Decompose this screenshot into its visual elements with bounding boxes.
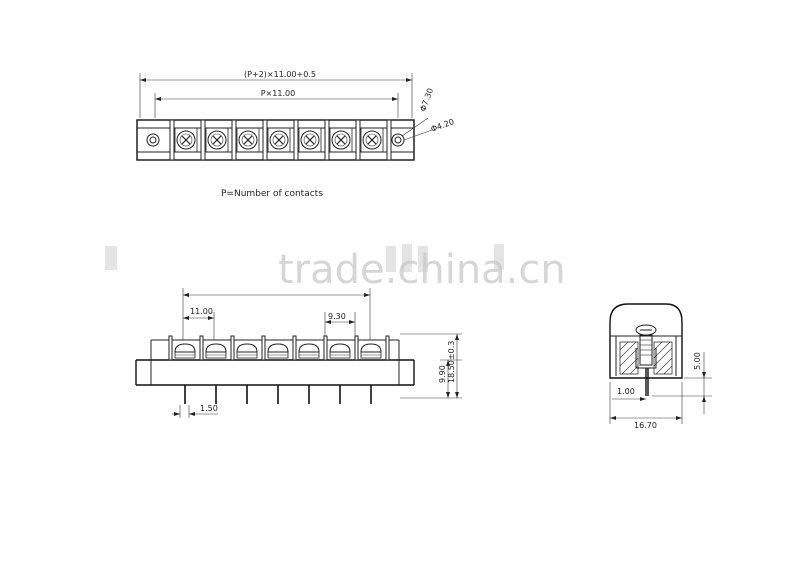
barrier — [293, 119, 299, 161]
screw-housing — [205, 127, 229, 153]
top-contact — [324, 119, 353, 161]
dim-pitch: 11.00 — [190, 307, 213, 316]
screw-head — [176, 130, 196, 150]
top-contact — [169, 119, 198, 161]
barrier — [323, 335, 328, 361]
dim-screw-head: Φ7.30 — [418, 87, 435, 113]
dim-height-body: 9.90 — [438, 365, 447, 383]
screw-slot — [243, 135, 253, 145]
top-contact — [355, 119, 384, 161]
screw-head — [329, 343, 351, 353]
screw-head — [205, 343, 227, 353]
front-contact — [199, 335, 227, 404]
barrier — [168, 335, 173, 361]
screw-housing — [360, 127, 384, 153]
front-contacts — [168, 335, 390, 404]
screw-slot — [367, 135, 377, 145]
screw-ring — [334, 133, 348, 147]
screw-ring — [241, 133, 255, 147]
dim-pin-offset: 1.00 — [617, 387, 635, 396]
watermark-text: trade.china.cn — [278, 247, 566, 293]
screw-ring — [365, 133, 379, 147]
screw-head — [174, 343, 196, 353]
barrier — [199, 335, 204, 361]
top-contact — [200, 119, 229, 161]
screw-slot — [181, 135, 191, 145]
top-contact — [262, 119, 291, 161]
screw-housing — [267, 127, 291, 153]
screw-slot — [274, 135, 284, 145]
screw-ring — [303, 133, 317, 147]
front-contact — [292, 335, 320, 404]
top-contacts — [169, 119, 392, 161]
dim-pin-length: 5.00 — [693, 352, 702, 370]
barrier — [386, 119, 392, 161]
screw-head — [298, 343, 320, 353]
front-contact — [230, 335, 258, 404]
barrier — [324, 119, 330, 161]
dim-barrier: 9.30 — [328, 312, 346, 321]
barrier — [200, 119, 206, 161]
front-view: 11.00 9.30 1.50 9.90 — [135, 288, 462, 418]
screw-head — [362, 130, 382, 150]
dim-height-total: 18.50±0.3 — [447, 341, 456, 383]
dim-pin-width: 1.50 — [200, 404, 218, 413]
screw-housing — [329, 127, 353, 153]
barrier — [230, 335, 235, 361]
screw-head — [269, 130, 289, 150]
watermark: trade.china.cn — [105, 244, 566, 293]
screw-ring — [179, 133, 193, 147]
top-contact — [231, 119, 260, 161]
barrier — [354, 335, 359, 361]
front-contact — [354, 335, 382, 404]
dim-overall-length: (P+2)×11.00+0.5 — [244, 70, 316, 79]
screw-head — [300, 130, 320, 150]
screw-head — [331, 130, 351, 150]
screw-housing — [236, 127, 260, 153]
barrier — [292, 335, 297, 361]
dim-width: 16.70 — [634, 421, 657, 430]
screw-head — [267, 343, 289, 353]
screw-ring — [272, 133, 286, 147]
screw-head — [238, 130, 258, 150]
screw-ring — [210, 133, 224, 147]
screw-head — [207, 130, 227, 150]
top-view: (P+2)×11.00+0.5 P×11.00 Φ7.30 Φ4.20 P=Nu… — [136, 70, 456, 199]
screw-head — [360, 343, 382, 353]
screw-housing — [174, 127, 198, 153]
screw-slot — [305, 135, 315, 145]
barrier — [262, 119, 268, 161]
barrier — [261, 335, 266, 361]
contacts-note: P=Number of contacts — [221, 189, 323, 199]
front-contact — [261, 335, 289, 404]
front-contact — [323, 335, 351, 404]
screw-slot — [212, 135, 222, 145]
side-view: 1.00 5.00 16.70 — [609, 303, 712, 430]
dim-pitch-total: P×11.00 — [261, 89, 295, 98]
barrier — [169, 119, 175, 161]
top-contact — [293, 119, 322, 161]
barrier — [231, 119, 237, 161]
barrier — [385, 335, 390, 361]
screw-slot — [336, 135, 346, 145]
barrier — [355, 119, 361, 161]
dim-mount-hole: Φ4.20 — [430, 117, 456, 134]
screw-housing — [298, 127, 322, 153]
front-contact — [168, 335, 196, 404]
screw-head — [236, 343, 258, 353]
